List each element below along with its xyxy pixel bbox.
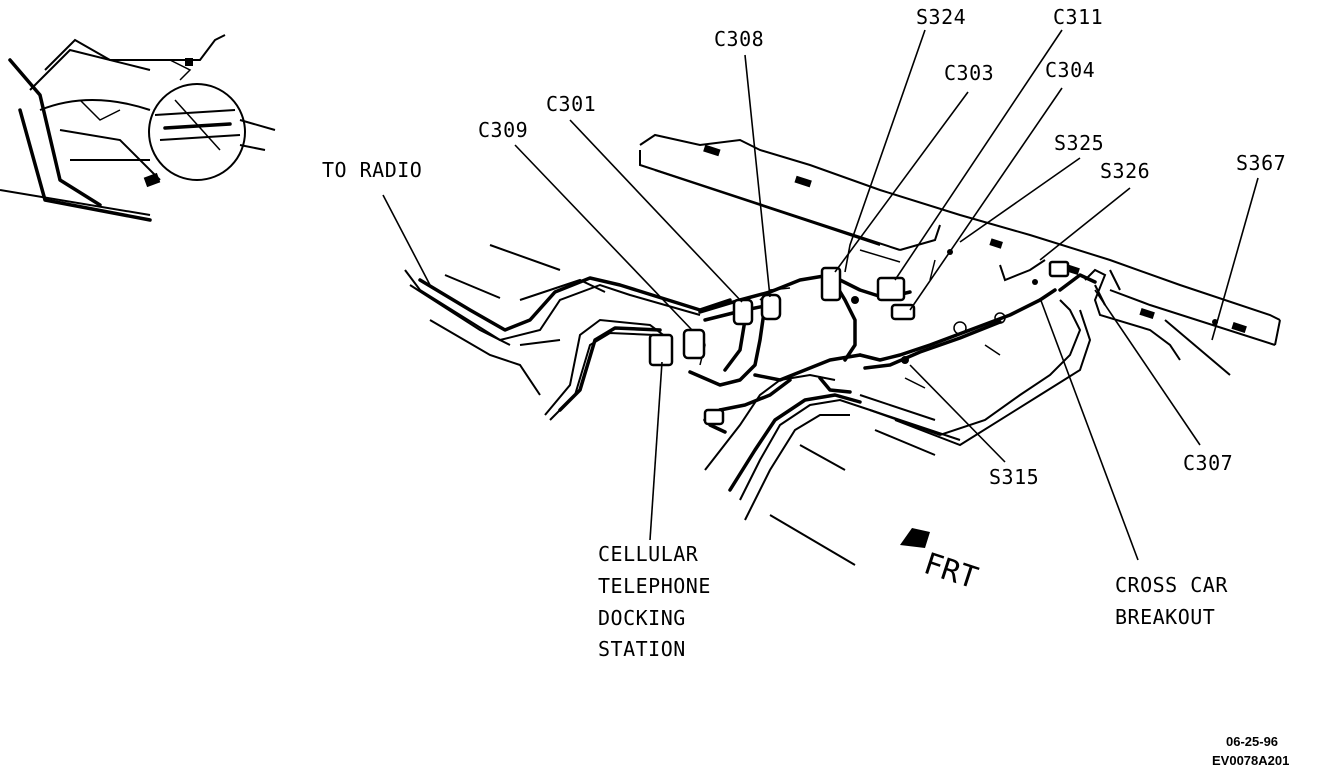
connector-c307 [1048, 260, 1070, 278]
splice-s326 [1032, 279, 1038, 285]
label-c303: C303 [944, 61, 994, 85]
connector-c303 [820, 266, 842, 302]
label-c311: C311 [1053, 5, 1103, 29]
connector-c301 [732, 298, 754, 326]
leader-c309 [514, 144, 693, 331]
label-s325: S325 [1054, 131, 1104, 155]
label-s324: S324 [916, 5, 966, 29]
leader-lines [382, 29, 1259, 561]
leader-c307 [1094, 289, 1201, 446]
leader-cross-car [1039, 297, 1139, 561]
label-cross-car-1: CROSS CAR [1115, 573, 1228, 597]
label-cellular-3: DOCKING [598, 606, 686, 630]
label-s315: S315 [989, 465, 1039, 489]
label-cellular-1: CELLULAR [598, 542, 699, 566]
leader-c301 [569, 119, 743, 303]
leader-cellular [649, 361, 663, 541]
leader-c303 [834, 91, 969, 273]
connector-docking [648, 333, 674, 367]
label-s326: S326 [1100, 159, 1150, 183]
frt-label: FRT [920, 546, 982, 596]
leader-s315 [909, 364, 1006, 463]
splice-s324 [851, 296, 859, 304]
callout-labels: TO RADIO C308 S324 C311 C303 C304 C301 C… [322, 5, 1286, 661]
connector-c309 [682, 328, 706, 360]
splice-s315 [901, 356, 909, 364]
connectors [648, 249, 1218, 426]
leader-c304 [909, 87, 1063, 311]
label-c307: C307 [1183, 451, 1233, 475]
wiring-harness [688, 259, 1057, 434]
leader-s367 [1211, 177, 1259, 341]
stamp-date: 06-25-96 [1226, 734, 1278, 749]
label-cross-car-2: BREAKOUT [1115, 605, 1215, 629]
leader-to-radio [382, 194, 431, 286]
leader-s324 [844, 29, 926, 273]
floor-contours [404, 244, 1181, 566]
connector-c304 [890, 303, 916, 321]
label-cellular-4: STATION [598, 637, 686, 661]
leader-s325 [959, 157, 1081, 243]
leader-s326 [1039, 187, 1131, 261]
leader-c311 [894, 29, 1063, 281]
label-c304: C304 [1045, 58, 1095, 82]
connector-c311 [876, 276, 906, 302]
drawing-stamp: 06-25-96 EV0078A201 [1212, 734, 1289, 768]
label-s367: S367 [1236, 151, 1286, 175]
front-direction-indicator: FRT [900, 528, 982, 596]
connector-lower [703, 408, 725, 426]
connector-c308 [760, 293, 782, 321]
leader-c308 [744, 54, 771, 298]
front-arrow-icon [900, 528, 930, 548]
label-c308: C308 [714, 27, 764, 51]
label-cellular-2: TELEPHONE [598, 574, 711, 598]
label-c301: C301 [546, 92, 596, 116]
locator-inset [0, 34, 276, 222]
label-c309: C309 [478, 118, 528, 142]
label-to-radio: TO RADIO [322, 158, 422, 182]
stamp-code: EV0078A201 [1212, 753, 1289, 768]
